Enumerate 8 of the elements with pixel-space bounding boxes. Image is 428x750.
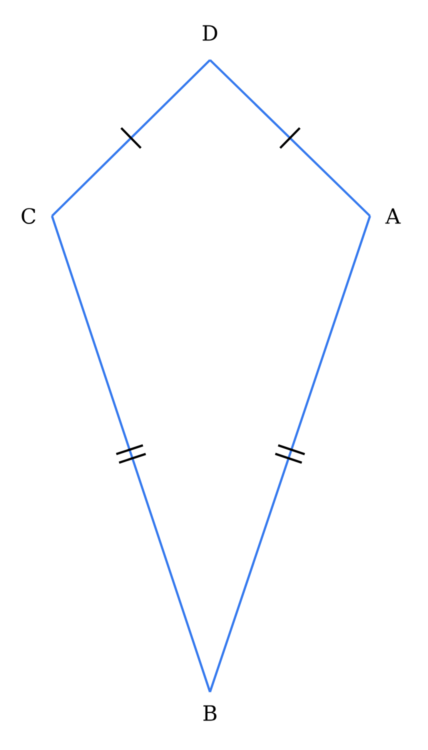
kite-side: [208, 216, 372, 692]
kite-side: [51, 59, 211, 217]
kite-side: [50, 216, 212, 692]
vertex-label: A: [385, 208, 401, 224]
kite-side: [209, 59, 371, 217]
vertex-label: C: [22, 208, 36, 224]
vertex-label: D: [202, 25, 218, 41]
vertex-label: B: [203, 705, 216, 721]
